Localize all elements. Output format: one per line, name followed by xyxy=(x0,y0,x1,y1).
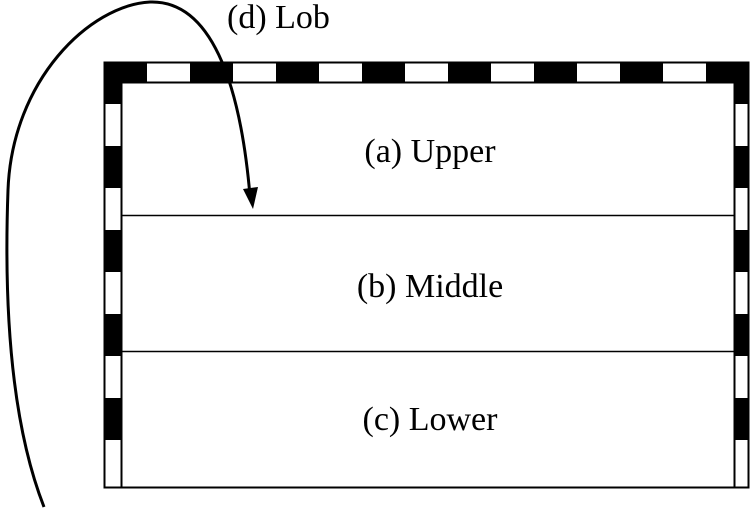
lob-label-background xyxy=(224,0,354,34)
lob-arrowhead-icon xyxy=(243,187,258,209)
border-segment xyxy=(104,146,121,188)
border-segment xyxy=(735,230,749,272)
border-segment xyxy=(735,146,749,188)
border-segment xyxy=(104,398,121,440)
left-border-strip xyxy=(104,62,121,440)
lob-trajectory xyxy=(5,0,252,508)
border-segment xyxy=(534,62,577,82)
border-segment xyxy=(276,62,319,82)
upper-zone-label: (a) Upper xyxy=(364,133,496,170)
lower-zone-label: (c) Lower xyxy=(363,401,499,438)
lob-label: (d) Lob xyxy=(227,0,330,36)
border-segment xyxy=(104,230,121,272)
middle-zone-label: (b) Middle xyxy=(357,268,503,305)
border-segment xyxy=(104,314,121,356)
border-segment xyxy=(448,62,491,82)
border-segment xyxy=(362,62,405,82)
border-segment xyxy=(735,398,749,440)
border-segment xyxy=(620,62,663,82)
border-segment xyxy=(190,62,233,82)
border-segment xyxy=(735,314,749,356)
outer-frame xyxy=(103,61,750,489)
